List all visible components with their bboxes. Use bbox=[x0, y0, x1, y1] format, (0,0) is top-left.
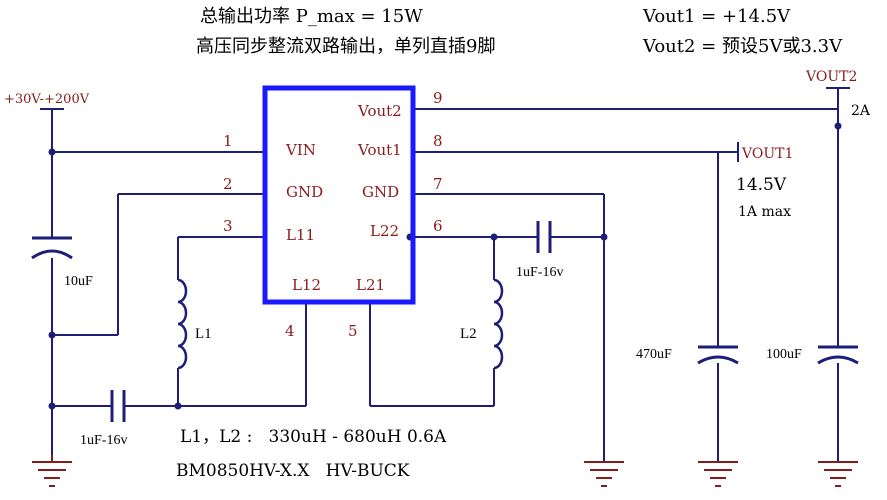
ground-symbol-vout2 bbox=[818, 461, 858, 487]
pin-number-6: 6 bbox=[433, 217, 443, 235]
pin-number-9: 9 bbox=[433, 89, 443, 107]
vout2-label: VOUT2 bbox=[805, 69, 857, 85]
ground-symbol-vout1 bbox=[698, 461, 738, 487]
header-vout2-spec: Vout2 = 预设5V或3.3V bbox=[642, 36, 843, 57]
inductor-l2 bbox=[493, 278, 504, 370]
inductor-spec-note: L1，L2 : 330uH - 680uH 0.6A bbox=[180, 427, 447, 447]
input-voltage-label: +30V-+200V bbox=[4, 92, 90, 107]
ground-symbol-input bbox=[32, 455, 72, 487]
input-capacitor bbox=[31, 236, 73, 260]
output-capacitor-1-label: 470uF bbox=[636, 347, 672, 362]
junction-dot bbox=[174, 402, 182, 410]
pin-name-l11: L11 bbox=[286, 226, 315, 244]
chip-body bbox=[262, 85, 416, 305]
part-number-note: BM0850HV-X.X HV-BUCK bbox=[176, 461, 410, 481]
inductor-l2-label: L2 bbox=[460, 326, 477, 342]
junction-dot bbox=[490, 233, 498, 241]
output-capacitor-2 bbox=[817, 345, 859, 365]
pin-name-vin: VIN bbox=[285, 141, 316, 159]
bootstrap-capacitor-2 bbox=[536, 221, 552, 253]
pin-number-5: 5 bbox=[348, 322, 358, 340]
inductor-l1-label: L1 bbox=[195, 326, 212, 342]
vout1-current: 1A max bbox=[738, 204, 791, 220]
vout1-label: VOUT1 bbox=[741, 146, 793, 162]
pin-name-vout1: Vout1 bbox=[357, 141, 402, 159]
vout1-voltage: 14.5V bbox=[736, 175, 787, 195]
pin-name-vout2: Vout2 bbox=[357, 102, 402, 120]
junction-dot bbox=[834, 122, 842, 130]
pin-number-7: 7 bbox=[433, 175, 443, 193]
junction-dot bbox=[48, 402, 56, 410]
bootstrap-capacitor-1 bbox=[110, 390, 126, 422]
pin-number-2: 2 bbox=[223, 175, 233, 193]
output-capacitor-2-label: 100uF bbox=[766, 347, 802, 362]
pin-number-1: 1 bbox=[223, 132, 233, 150]
chip-pins-left: 1 VIN 2 GND 3 L11 bbox=[223, 132, 323, 244]
pin-name-l21: L21 bbox=[356, 276, 385, 294]
header-vout1-spec: Vout1 = +14.5V bbox=[642, 6, 791, 27]
junction-dots bbox=[48, 122, 842, 410]
wires bbox=[51, 88, 839, 462]
pin-name-gnd-left: GND bbox=[286, 183, 323, 201]
header-power-spec: 总输出功率 P_max = 15W bbox=[200, 6, 423, 27]
bootstrap-capacitor-1-label: 1uF-16v bbox=[80, 433, 127, 448]
pin-name-l12: L12 bbox=[292, 276, 321, 294]
pin-number-3: 3 bbox=[223, 217, 233, 235]
vout2-current: 2A bbox=[851, 103, 871, 119]
chip-pins-bottom: L12 4 L21 5 bbox=[285, 276, 385, 340]
pin-number-8: 8 bbox=[433, 132, 443, 150]
input-capacitor-label: 10uF bbox=[64, 274, 93, 289]
header-description: 高压同步整流双路输出，单列直插9脚 bbox=[196, 36, 495, 57]
junction-dot bbox=[600, 233, 608, 241]
bootstrap-capacitor-2-label: 1uF-16v bbox=[516, 265, 563, 280]
chip-pins-right: Vout2 9 Vout1 8 GND 7 L22 6 bbox=[357, 89, 443, 240]
inductor-l1 bbox=[177, 278, 188, 370]
pin-number-4: 4 bbox=[285, 322, 295, 340]
ground-symbols bbox=[32, 455, 858, 487]
pin-name-gnd-right: GND bbox=[362, 183, 399, 201]
junction-dot bbox=[48, 148, 56, 156]
pin-name-l22: L22 bbox=[370, 222, 399, 240]
output-capacitor-1 bbox=[697, 345, 739, 365]
ground-symbol-gnd7 bbox=[584, 461, 624, 487]
junction-dot bbox=[48, 331, 56, 339]
